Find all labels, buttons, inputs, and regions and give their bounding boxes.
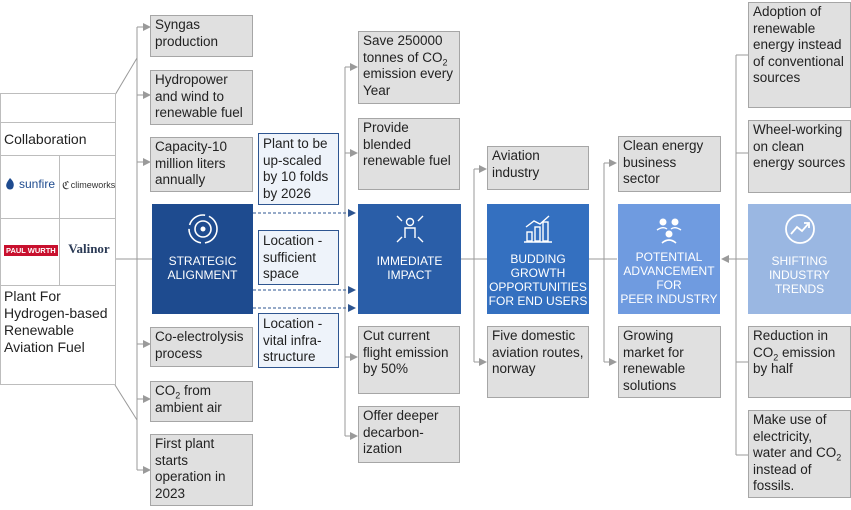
shifting-trends-block: SHIFTING INDUSTRY TRENDS [748,204,851,314]
impact-person-icon [396,215,423,243]
co2-ambient-post: from ambient air [155,383,222,415]
co2-ambient-sub: 2 [175,390,181,401]
save-co2-post: emission every Year [363,66,454,98]
plant-label: Plant For Hydrogen-based Renewable Aviat… [4,288,108,355]
deeper-decarbonization-box: Offer deeper decarbon-ization [358,406,460,463]
save-co2-pre: Save 250000 tonnes of CO [363,33,443,65]
valinor-logo-text: Valinor [68,241,110,256]
sunfire-flame-icon [6,178,14,190]
co-electrolysis-box: Co-electrolysis process [150,327,253,367]
collaboration-panel: Collaboration sunfire ℭ climeworks PAUL … [0,93,116,385]
save-co2-sub: 2 [442,57,448,68]
syngas-production-box: Syngas production [150,15,253,57]
first-plant-box: First plant starts operation in 2023 [150,434,253,506]
wheel-working-box: Wheel-working on clean energy sources [748,120,851,193]
co2-ambient-air-box: CO2 from ambient air [150,381,253,422]
strategic-alignment-label: STRATEGIC ALIGNMENT [167,254,238,282]
potential-advancement-label: POTENTIAL ADVANCEMENT FOR PEER INDUSTRY [620,250,718,306]
growth-bars-icon [524,215,552,243]
immediate-impact-block: IMMEDIATE IMPACT [358,204,461,314]
sunfire-logo-text: sunfire [19,177,56,191]
upscale-note: Plant to be up-scaled by 10 folds by 202… [258,133,339,205]
clean-energy-business-box: Clean energy business sector [618,136,721,192]
electricity-water-box: Make use of electricity, water and CO2 i… [748,410,851,498]
domestic-routes-box: Five domestic aviation routes, norway [487,326,589,398]
reduction-co2-box: Reduction in CO2 emission by half [748,326,851,398]
paul-wurth-logo-text: PAUL WURTH [4,244,58,256]
climeworks-logo-text: climeworks [70,180,116,190]
save-co2-box: Save 250000 tonnes of CO2 emission every… [358,31,460,104]
climeworks-logo: ℭ climeworks [62,176,116,194]
adoption-renewable-box: Adoption of renewable energy instead of … [748,2,851,108]
climeworks-swirl-icon: ℭ [62,179,70,192]
reduction-co2-sub: 2 [773,352,779,363]
trend-up-icon [784,214,815,244]
budding-growth-label: BUDDING GROWTH OPPORTUNITIES FOR END USE… [488,252,588,308]
immediate-impact-label: IMMEDIATE IMPACT [376,254,443,282]
aviation-industry-box: Aviation industry [487,146,589,190]
capacity-box: Capacity-10 million liters annually [150,137,253,192]
electricity-water-post: instead of fossils. [753,461,812,494]
electricity-water-pre: Make use of electricity, water and CO [753,412,837,460]
hydropower-wind-box: Hydropower and wind to renewable fuel [150,70,253,125]
electricity-water-sub: 2 [836,452,842,463]
valinor-logo: Valinor [63,240,115,258]
location-infra-note: Location - vital infra-structure [258,313,339,368]
location-space-note: Location - sufficient space [258,230,339,285]
growing-market-box: Growing market for renewable solutions [618,326,721,398]
reduction-co2-post: emission by half [753,344,836,377]
peer-network-icon [656,218,682,244]
sunfire-logo: sunfire [3,174,59,194]
strategy-target-icon [187,214,218,244]
reduction-co2-pre: Reduction in CO [753,328,829,360]
cut-emission-box: Cut current flight emission by 50% [358,326,460,394]
blended-fuel-box: Provide blended renewable fuel [358,118,460,190]
collaboration-label: Collaboration [4,131,87,147]
potential-advancement-block: POTENTIAL ADVANCEMENT FOR PEER INDUSTRY [618,204,720,314]
co2-ambient-pre: CO [155,383,176,398]
strategic-alignment-block: STRATEGIC ALIGNMENT [152,204,253,314]
shifting-trends-label: SHIFTING INDUSTRY TRENDS [768,254,831,296]
budding-growth-block: BUDDING GROWTH OPPORTUNITIES FOR END USE… [487,204,589,314]
paul-wurth-logo: PAUL WURTH [4,243,58,257]
